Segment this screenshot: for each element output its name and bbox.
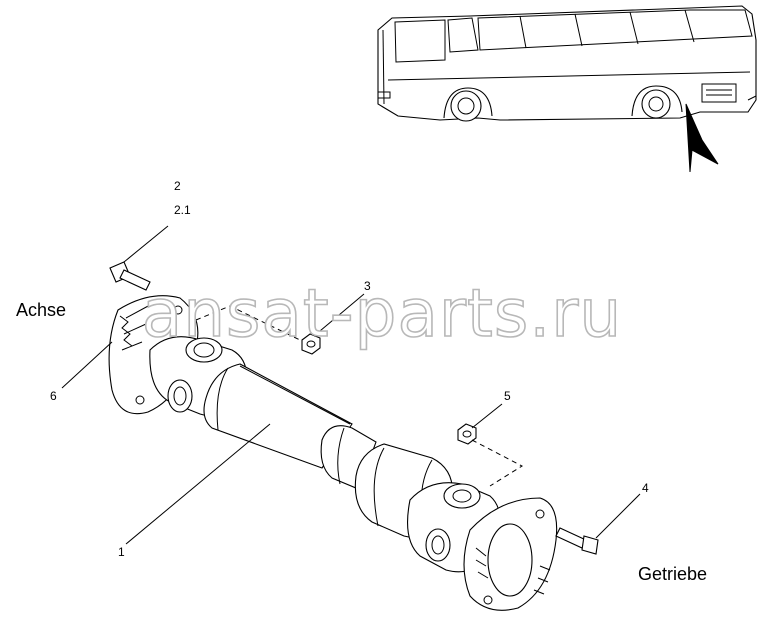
callout-2-1: 2.1 — [174, 203, 191, 217]
assembly-path-left — [195, 305, 301, 341]
flange-teeth-left — [119, 315, 133, 347]
callout-4: 4 — [642, 481, 649, 495]
callout-1: 1 — [118, 545, 125, 559]
assembly-path-right — [471, 439, 524, 487]
callout-3: 3 — [364, 279, 371, 293]
label-getriebe: Getriebe — [638, 564, 707, 584]
bolt-4 — [555, 527, 599, 555]
nut-3 — [301, 333, 321, 355]
callout-5: 5 — [504, 389, 511, 403]
bus-locator-illustration — [377, 5, 757, 173]
watermark-text: ansat-parts.ru — [142, 275, 622, 352]
flange-teeth-right — [475, 547, 551, 595]
bolt-2 — [109, 261, 151, 291]
callout-2: 2 — [174, 179, 181, 193]
propshaft-assembly — [108, 295, 558, 611]
callout-6: 6 — [50, 389, 57, 403]
label-achse: Achse — [16, 300, 66, 320]
leader-lines — [61, 225, 641, 545]
nut-5 — [457, 423, 477, 445]
